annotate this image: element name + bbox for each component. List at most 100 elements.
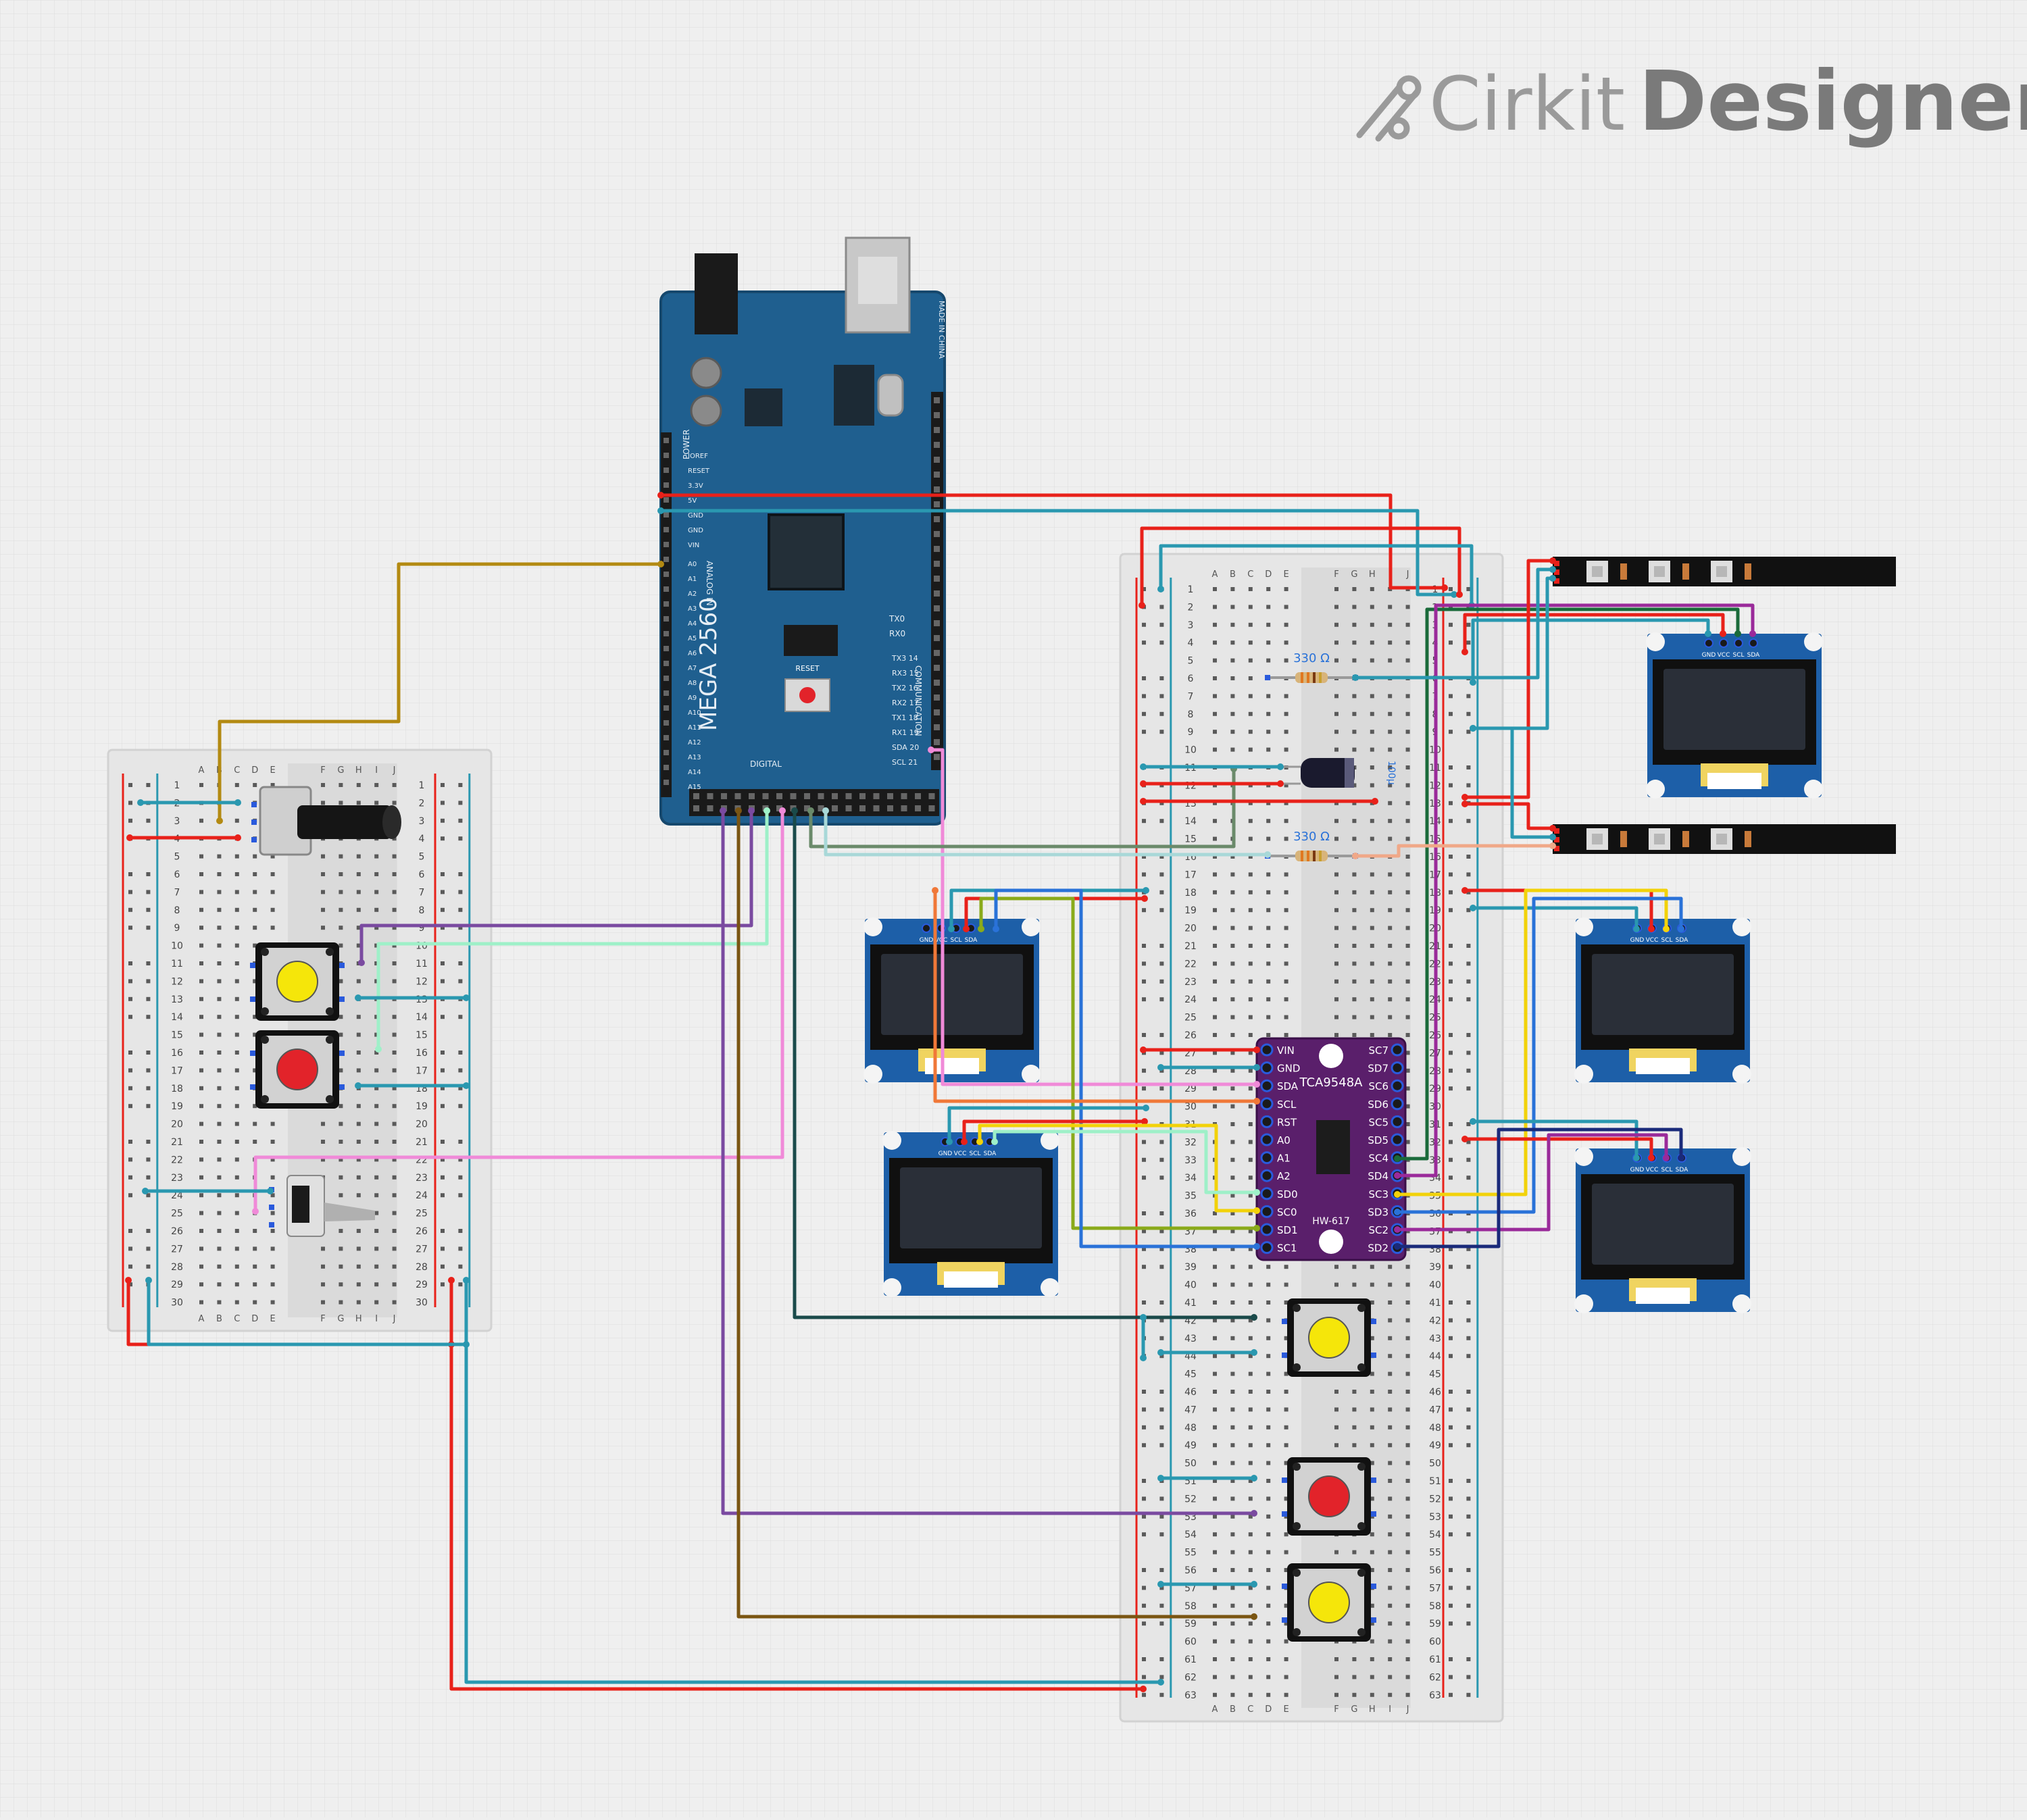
small-bb-hole[interactable]: [234, 961, 239, 965]
small-bb-hole[interactable]: [374, 1068, 379, 1073]
large-bb-hole[interactable]: [1284, 979, 1288, 984]
large-bb-hole[interactable]: [1405, 1265, 1410, 1269]
large-bb-hole[interactable]: [1405, 658, 1410, 663]
large-bb-hole[interactable]: [1370, 730, 1374, 734]
small-bb-hole[interactable]: [270, 1246, 275, 1251]
header-pin[interactable]: [664, 646, 669, 651]
header-pin[interactable]: [818, 793, 824, 799]
large-bb-hole[interactable]: [1230, 890, 1235, 894]
large-bb-hole[interactable]: [1248, 1282, 1253, 1287]
small-bb-hole[interactable]: [234, 996, 239, 1001]
header-pin[interactable]: [664, 572, 669, 577]
small-bb-hole[interactable]: [199, 818, 203, 823]
large-bb-hole[interactable]: [1352, 997, 1357, 1002]
large-bb-hole[interactable]: [1284, 944, 1288, 948]
large-bb-hole[interactable]: [1388, 658, 1393, 663]
large-bb-hole[interactable]: [1284, 1692, 1288, 1697]
header-pin[interactable]: [664, 750, 669, 755]
large-bb-hole[interactable]: [1370, 801, 1374, 805]
small-bb-hole[interactable]: [374, 1193, 379, 1198]
small-bb-rail-hole[interactable]: [146, 1193, 151, 1198]
large-bb-hole[interactable]: [1370, 711, 1374, 716]
large-bb-hole[interactable]: [1266, 1354, 1271, 1359]
large-bb-rail-hole[interactable]: [1142, 1586, 1146, 1590]
led-strip-2[interactable]: [1553, 824, 1896, 854]
large-bb-hole[interactable]: [1388, 1425, 1393, 1430]
header-pin[interactable]: [664, 512, 669, 517]
small-bb-hole[interactable]: [356, 783, 361, 787]
small-bb-hole[interactable]: [374, 1140, 379, 1144]
large-bb-rail-hole[interactable]: [1449, 1514, 1453, 1519]
small-bb-hole[interactable]: [321, 854, 325, 859]
large-bb-hole[interactable]: [1230, 1193, 1235, 1198]
large-bb-hole[interactable]: [1388, 1354, 1393, 1359]
small-bb-rail-hole[interactable]: [441, 1282, 445, 1287]
large-bb-hole[interactable]: [1213, 676, 1217, 680]
potentiometer-knob[interactable]: [297, 805, 392, 839]
small-bb-hole[interactable]: [253, 890, 257, 894]
large-bb-rail-hole[interactable]: [1466, 1586, 1471, 1590]
small-bb-hole[interactable]: [270, 1121, 275, 1126]
large-bb-hole[interactable]: [1230, 1461, 1235, 1465]
large-bb-hole[interactable]: [1284, 872, 1288, 877]
large-bb-hole[interactable]: [1248, 1086, 1253, 1091]
large-bb-hole[interactable]: [1352, 1675, 1357, 1679]
header-pin[interactable]: [790, 793, 797, 799]
wire-oled3-vcc[interactable]: [1463, 613, 1725, 654]
large-bb-hole[interactable]: [1266, 997, 1271, 1002]
right-yellow-pushbutton-2-cap[interactable]: [1308, 1582, 1350, 1623]
large-bb-hole[interactable]: [1388, 1496, 1393, 1501]
small-bb-rail-hole[interactable]: [128, 1175, 132, 1180]
large-bb-hole[interactable]: [1284, 1550, 1288, 1554]
small-bb-hole[interactable]: [392, 1300, 397, 1305]
large-bb-hole[interactable]: [1405, 1122, 1410, 1126]
wire-oled5-gnd[interactable]: [1471, 1119, 1638, 1160]
small-bb-rail-hole[interactable]: [458, 1246, 463, 1251]
large-bb-hole[interactable]: [1230, 926, 1235, 930]
large-bb-rail-hole[interactable]: [1449, 1033, 1453, 1037]
large-bb-hole[interactable]: [1405, 622, 1410, 627]
large-bb-hole[interactable]: [1213, 908, 1217, 913]
small-bb-hole[interactable]: [270, 907, 275, 912]
small-bb-rail-hole[interactable]: [128, 1104, 132, 1109]
large-bb-rail-hole[interactable]: [1159, 622, 1164, 627]
small-bb-rail-hole[interactable]: [441, 801, 445, 805]
large-bb-hole[interactable]: [1248, 926, 1253, 930]
large-bb-hole[interactable]: [1213, 1675, 1217, 1679]
large-bb-rail-hole[interactable]: [1449, 872, 1453, 877]
small-bb-rail-hole[interactable]: [441, 1264, 445, 1269]
small-bb-hole[interactable]: [270, 1229, 275, 1233]
large-bb-rail-hole[interactable]: [1159, 1496, 1164, 1501]
small-bb-hole[interactable]: [392, 890, 397, 894]
oled-display-1-pin-gnd[interactable]: [922, 924, 931, 933]
large-bb-rail-hole[interactable]: [1142, 1425, 1146, 1430]
large-bb-rail-hole[interactable]: [1159, 1657, 1164, 1661]
large-bb-hole[interactable]: [1352, 872, 1357, 877]
large-bb-hole[interactable]: [1388, 711, 1393, 716]
small-bb-hole[interactable]: [270, 890, 275, 894]
wire-d-to-resistor-2[interactable]: [824, 809, 1270, 857]
large-bb-hole[interactable]: [1266, 1675, 1271, 1679]
small-bb-hole[interactable]: [199, 1104, 203, 1109]
header-pin[interactable]: [934, 694, 940, 701]
mux-pin-vin[interactable]: [1260, 1043, 1274, 1057]
large-bb-rail-hole[interactable]: [1142, 944, 1146, 948]
large-bb-hole[interactable]: [1284, 1033, 1288, 1037]
large-bb-hole[interactable]: [1352, 694, 1357, 699]
small-bb-rail-hole[interactable]: [146, 996, 151, 1001]
large-bb-hole[interactable]: [1370, 694, 1374, 699]
large-bb-hole[interactable]: [1405, 1586, 1410, 1590]
header-pin[interactable]: [934, 546, 940, 552]
large-bb-rail-hole[interactable]: [1159, 1176, 1164, 1180]
large-bb-hole[interactable]: [1230, 1692, 1235, 1697]
large-bb-hole[interactable]: [1248, 801, 1253, 805]
large-bb-hole[interactable]: [1266, 1586, 1271, 1590]
small-bb-hole[interactable]: [199, 1300, 203, 1305]
large-bb-hole[interactable]: [1213, 1407, 1217, 1412]
large-bb-hole[interactable]: [1388, 1550, 1393, 1554]
small-bb-rail-hole[interactable]: [146, 1140, 151, 1144]
small-bb-hole[interactable]: [199, 1193, 203, 1198]
small-bb-rail-hole[interactable]: [146, 783, 151, 787]
large-bb-hole[interactable]: [1405, 783, 1410, 788]
header-pin[interactable]: [859, 805, 866, 811]
